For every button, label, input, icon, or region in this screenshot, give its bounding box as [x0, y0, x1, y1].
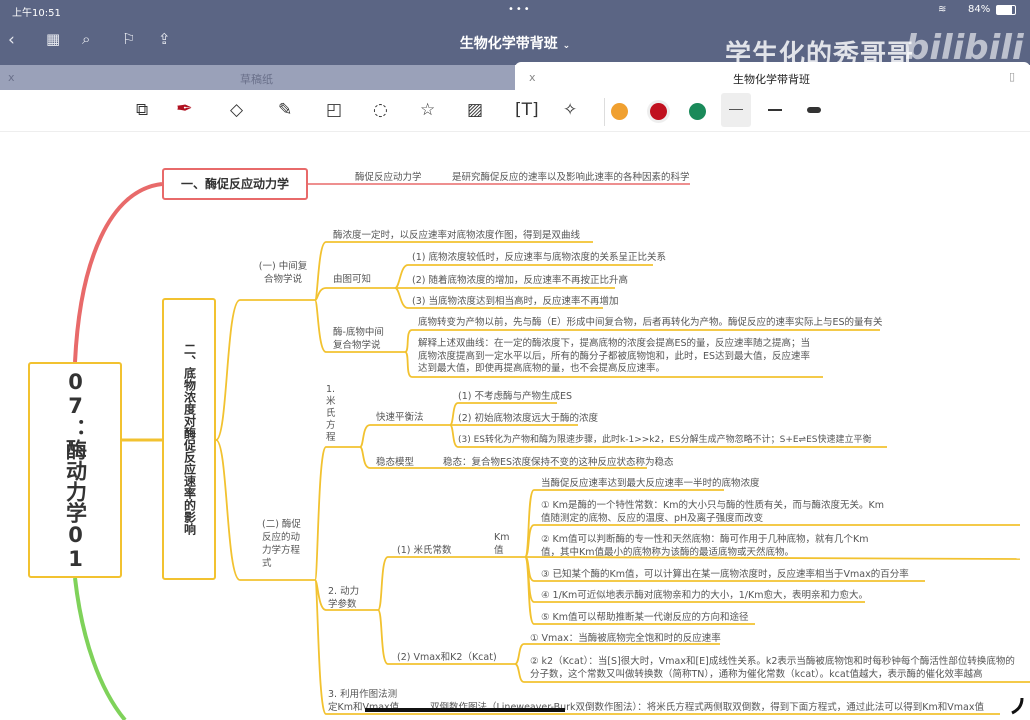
document-title[interactable]: 生物化学带背班 ⌄	[0, 33, 1030, 53]
status-time: 上午10:51	[12, 8, 61, 19]
sticker-icon[interactable]: ☆	[420, 100, 436, 120]
tab-label: 生物化学带背班	[733, 73, 810, 86]
node-km-5[interactable]: ⑤ Km值可以帮助推断某一代谢反应的方向和途径	[541, 612, 749, 623]
bookmark-icon[interactable]: ⚐	[122, 30, 136, 48]
image-icon[interactable]: ▨	[467, 100, 484, 120]
node-fig-2[interactable]: (2) 随着底物浓度的增加，反应速率不再按正比升高	[412, 275, 628, 286]
green-branch	[73, 577, 127, 720]
node-km-1[interactable]: ① Km是酶的一个特性常数：Km的大小只与酶的性质有关，而与酶浓度无关。Km值随…	[541, 500, 884, 524]
node-km-label[interactable]: Km值	[494, 532, 510, 556]
shapes-icon[interactable]: ◰	[326, 100, 343, 120]
lasso-icon[interactable]: ◌	[373, 100, 388, 120]
stroke-medium[interactable]	[768, 109, 782, 111]
orange-connectors	[215, 241, 1030, 715]
color-red-selected[interactable]	[650, 103, 667, 120]
node-vmax[interactable]: (2) Vmax和K2（Kcat)	[397, 652, 497, 663]
node-fast-1[interactable]: (1) 不考虑酶与产物生成ES	[458, 391, 573, 402]
ink-stroke	[1011, 697, 1024, 715]
node-fig-3[interactable]: (3) 当底物浓度达到相当高时，反应速率不再增加	[412, 296, 619, 307]
branch-1-node[interactable]: 一、酶促反应动力学	[162, 168, 308, 200]
pen-icon[interactable]: ✒	[176, 96, 193, 120]
node-km-3[interactable]: ③ 已知某个酶的Km值，可以计算出在某一底物浓度时，反应速率相当于Vmax的百分…	[541, 569, 909, 580]
tab-label: 草稿纸	[240, 73, 273, 86]
node-s2[interactable]: (二) 酶促反应的动力学方程式	[262, 519, 301, 569]
node-params[interactable]: 2. 动力学参数	[328, 586, 360, 610]
node-plot[interactable]: 3. 利用作图法测定Km和Vmax值	[328, 689, 400, 713]
search-icon[interactable]: ⌕	[82, 30, 91, 48]
root-node[interactable]: 07：酶动力学01	[28, 362, 122, 578]
node-steady[interactable]: 稳态模型	[376, 457, 415, 468]
node-fig-1[interactable]: (1) 底物浓度较低时，反应速率与底物浓度的关系呈正比关系	[412, 252, 666, 263]
node-km-2[interactable]: ② Km值可以判断酶的专一性和天然底物：酶可作用于几种底物，就有几个Km值，其中…	[541, 534, 869, 558]
node-eq[interactable]: 1. 米氏方程	[326, 384, 336, 443]
node-km-4[interactable]: ④ 1/Km可近似地表示酶对底物亲和力的大小，1/Km愈大，表明亲和力愈大。	[541, 590, 868, 601]
node-s1[interactable]: (一) 中间复合物学说	[258, 261, 308, 285]
node-plot-1[interactable]: 双倒数作图法（Lineweaver-Burk双倒数作图法）：将米氏方程式两侧取双…	[430, 702, 984, 713]
branch-2-node[interactable]: 二、底物浓度对酶促反应速率的影响	[162, 298, 216, 580]
node-km-def[interactable]: 当酶促反应速率达到最大反应速率一半时的底物浓度	[541, 478, 760, 489]
battery-level: 84%	[968, 4, 991, 15]
stroke-thin-selected[interactable]	[721, 93, 751, 127]
tab-active[interactable]: x 生物化学带背班 ▯	[515, 62, 1030, 90]
node-fig[interactable]: 由图可知	[333, 274, 372, 285]
drawing-toolbar: ⧉ ✒ ◇ ✎ ◰ ◌ ☆ ▨ [T] ✧	[0, 90, 1030, 132]
chevron-down-icon[interactable]: ⌄	[562, 41, 571, 51]
node-steady-def[interactable]: 稳态：复合物ES浓度保持不变的这种反应状态称为稳态	[443, 457, 674, 468]
battery-icon	[996, 5, 1016, 15]
laser-pointer-icon[interactable]: ✧	[563, 100, 578, 120]
tab-close-icon[interactable]: x	[8, 71, 15, 84]
node-theory-2[interactable]: 解释上述双曲线：在一定的酶浓度下，提高底物的浓度会提高ES的量，反应速率随之提高…	[418, 338, 811, 374]
node-vmax-1[interactable]: ① Vmax：当酶被底物完全饱和时的反应速率	[530, 633, 721, 644]
text-icon[interactable]: [T]	[515, 100, 539, 120]
wifi-icon: ≋	[938, 4, 947, 15]
node-theory-1[interactable]: 底物转变为产物以前，先与酶（E）形成中间复合物，后者再转化为产物。酶促反应的速率…	[418, 317, 883, 328]
tab-draft[interactable]: x 草稿纸	[0, 65, 515, 90]
red-branch	[73, 182, 163, 363]
highlighter-icon[interactable]: ✎	[278, 100, 293, 120]
tab-close-icon[interactable]: x	[529, 71, 536, 84]
node-intro[interactable]: 酶浓度一定时，以反应速率对底物浓度作图，得到是双曲线	[333, 230, 581, 241]
split-view-icon[interactable]: ▯	[1009, 70, 1016, 83]
node-theory[interactable]: 酶-底物中间复合物学说	[333, 327, 384, 351]
share-icon[interactable]: ⇪	[158, 30, 171, 48]
zoom-window-icon[interactable]: ⧉	[136, 100, 149, 120]
color-green[interactable]	[689, 103, 706, 120]
node-km[interactable]: (1) 米氏常数	[397, 545, 452, 556]
node-fast-2[interactable]: (2) 初始底物浓度远大于酶的浓度	[458, 413, 598, 424]
node-fast[interactable]: 快速平衡法	[376, 412, 424, 423]
color-orange[interactable]	[611, 103, 628, 120]
grid-icon[interactable]: ▦	[46, 30, 61, 48]
stroke-thick[interactable]	[807, 107, 821, 113]
bilibili-logo: bilibili	[905, 28, 1024, 68]
top-nav-bar: 上午10:51 ••• ≋ 84% ‹ ▦ ⌕ ⚐ ⇪ 生物化学带背班 ⌄ 学生…	[0, 0, 1030, 70]
node-b1-key[interactable]: 酶促反应动力学	[355, 172, 422, 183]
document-title-text[interactable]: 生物化学带背班	[459, 36, 558, 52]
back-icon[interactable]: ‹	[8, 30, 15, 50]
multitask-dots-icon[interactable]: •••	[508, 4, 532, 15]
node-fast-3[interactable]: (3) ES转化为产物和酶为限速步骤，此时k-1>>k2，ES分解生成产物忽略不…	[458, 435, 872, 445]
node-vmax-2[interactable]: ② k2（Kcat）：当[S]很大时，Vmax和[E]成线性关系。k2表示当酶被…	[530, 656, 1015, 680]
toolbar-divider	[604, 98, 605, 126]
node-b1-def[interactable]: 是研究酶促反应的速率以及影响此速率的各种因素的科学	[452, 172, 690, 183]
eraser-icon[interactable]: ◇	[230, 100, 244, 120]
